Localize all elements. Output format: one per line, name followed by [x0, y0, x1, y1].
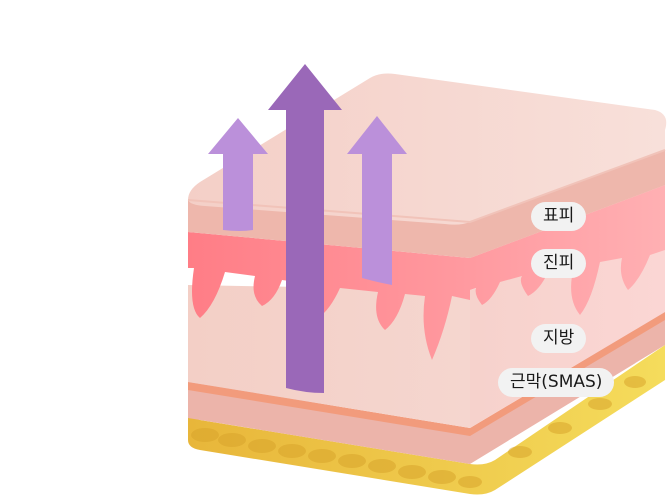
arrow-right-icon	[347, 116, 407, 285]
smas-layer	[188, 310, 665, 464]
label-smas: 근막(SMAS)	[498, 368, 615, 397]
arrow-center-icon	[268, 64, 342, 393]
label-dermis: 진피	[531, 249, 587, 278]
label-epidermis: 표피	[531, 202, 587, 231]
label-fat: 지방	[531, 324, 587, 353]
arrow-left-icon	[208, 118, 268, 231]
muscle-layer	[188, 345, 665, 495]
